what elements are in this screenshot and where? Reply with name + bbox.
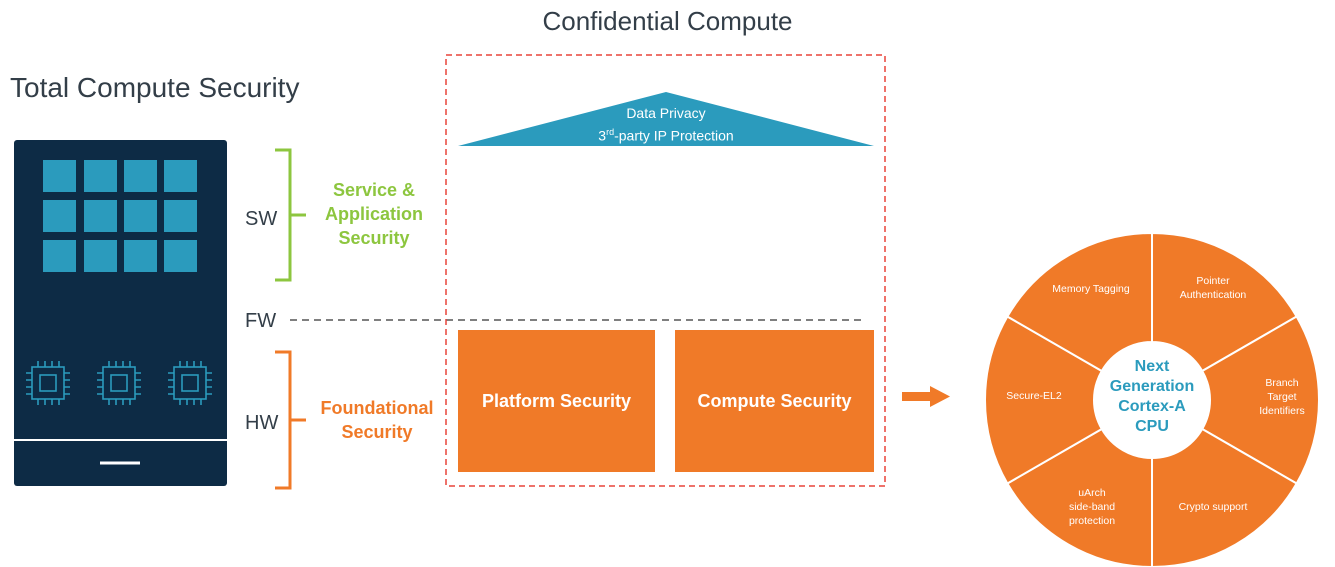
segment-memory-tagging: Memory Tagging [1052, 283, 1130, 295]
confidential-boundary [445, 54, 886, 487]
roof-label: Data Privacy 3rd-party IP Protection [598, 105, 734, 144]
hw-bracket [275, 350, 306, 490]
segment-secure-el2: Secure-EL2 [1006, 390, 1062, 402]
flow-arrows-left [503, 243, 616, 299]
hw-label: HW [245, 412, 279, 434]
arrow-to-cpu [902, 386, 950, 407]
flow-arrows-right [718, 243, 831, 299]
fw-label: FW [245, 310, 277, 332]
compute-security-box: Compute Security [675, 330, 874, 472]
roof-triangle [458, 92, 874, 146]
chip-icons [26, 361, 212, 405]
diagram-title: Confidential Compute [542, 6, 793, 36]
sw-bracket [275, 148, 306, 282]
section-title: Total Compute Security [10, 72, 300, 103]
cpu-center [1094, 342, 1210, 458]
app-tiles [43, 160, 197, 272]
sw-label: SW [245, 208, 278, 230]
platform-security-box: Platform Security [458, 330, 655, 472]
segment-crypto-support: Crypto support [1178, 501, 1248, 513]
cpu-wheel [984, 231, 1320, 567]
